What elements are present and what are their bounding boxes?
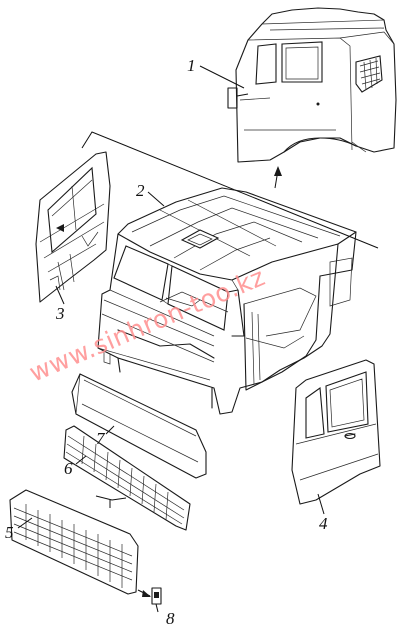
right-door-drawing [291, 359, 381, 505]
callout-3: 3 [55, 304, 65, 323]
callout-2: 2 [136, 181, 145, 200]
left-door-drawing [35, 151, 111, 303]
small-bracket-drawing [137, 587, 162, 605]
front-panel-drawing [71, 373, 207, 479]
grille-mount-mark [95, 495, 127, 508]
callout-4: 4 [319, 514, 328, 533]
group-bracket [81, 131, 379, 249]
lower-grille-drawing [9, 489, 139, 595]
upper-grille-drawing [63, 425, 191, 531]
cab-body-shell-drawing [97, 187, 357, 415]
callout-8: 8 [166, 609, 175, 627]
callout-1: 1 [187, 56, 196, 75]
assembled-cab-drawing [227, 7, 397, 163]
callout-5: 5 [5, 523, 14, 542]
assembly-arrow [274, 166, 282, 189]
callout-7: 7 [96, 429, 106, 448]
callout-leaders [17, 65, 325, 613]
callout-6: 6 [64, 459, 73, 478]
